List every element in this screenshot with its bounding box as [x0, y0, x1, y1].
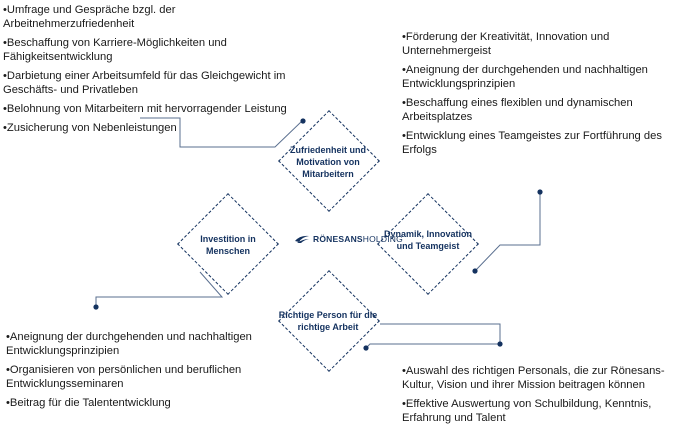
- text-block-top-right: Förderung der Kreativität, Innovation un…: [402, 30, 672, 162]
- logo-suffix: HOLDING: [362, 234, 403, 244]
- connector-right-end: [537, 189, 543, 195]
- list-item: Auswahl des richtigen Personals, die zur…: [402, 364, 672, 392]
- list-item: Effektive Auswertung von Schulbildung, K…: [402, 397, 672, 425]
- diamond-label-top: Zufriedenheit und Motivation von Mitarbe…: [290, 145, 366, 179]
- list-item: Aneignung der durchgehenden und nachhalt…: [402, 63, 672, 91]
- list-item: Umfrage und Gespräche bzgl. der Arbeitne…: [3, 3, 303, 31]
- list-item: Belohnung von Mitarbeitern mit hervorrag…: [3, 102, 303, 116]
- logo: RÖNESANSHOLDING: [294, 234, 403, 244]
- diamond-label-bottom: Richtige Person für die richtige Arbeit: [278, 310, 378, 332]
- connector-bottom-end: [497, 341, 503, 347]
- list-item: Beschaffung eines flexiblen und dynamisc…: [402, 96, 672, 124]
- connector-right: [474, 192, 541, 272]
- connector-left: [95, 271, 224, 307]
- logo-mark-icon: [295, 235, 309, 243]
- connector-right-start: [472, 268, 478, 274]
- list-item: Darbietung einer Arbeitsumfeld für das G…: [3, 69, 303, 97]
- text-block-top-left: Umfrage und Gespräche bzgl. der Arbeitne…: [3, 3, 303, 140]
- list-item: Organisieren von persönlichen und berufl…: [6, 363, 271, 391]
- connector-bottom: [365, 323, 501, 349]
- list-item: Entwicklung eines Teamgeistes zur Fortfü…: [402, 129, 672, 157]
- text-block-bottom-right: Auswahl des richtigen Personals, die zur…: [402, 364, 672, 430]
- list-item: Förderung der Kreativität, Innovation un…: [402, 30, 672, 58]
- logo-brand: RÖNESANS: [313, 234, 363, 244]
- list-item: Zusicherung von Nebenleistungen: [3, 121, 303, 135]
- diamond-label-left: Investition in Menschen: [200, 234, 256, 256]
- connector-left-end: [93, 304, 99, 310]
- connector-top: [140, 117, 303, 148]
- list-item: Beitrag für die Talententwicklung: [6, 396, 271, 410]
- list-item: Beschaffung von Karriere-Möglichkeiten u…: [3, 36, 303, 64]
- text-block-bottom-left: Aneignung der durchgehenden und nachhalt…: [6, 330, 271, 415]
- connector-bottom-start: [363, 345, 369, 351]
- diamond-label-right: Dynamik, Innovation und Teamgeist: [383, 229, 472, 251]
- logo-text: RÖNESANSHOLDING: [313, 234, 403, 244]
- list-item: Aneignung der durchgehenden und nachhalt…: [6, 330, 271, 358]
